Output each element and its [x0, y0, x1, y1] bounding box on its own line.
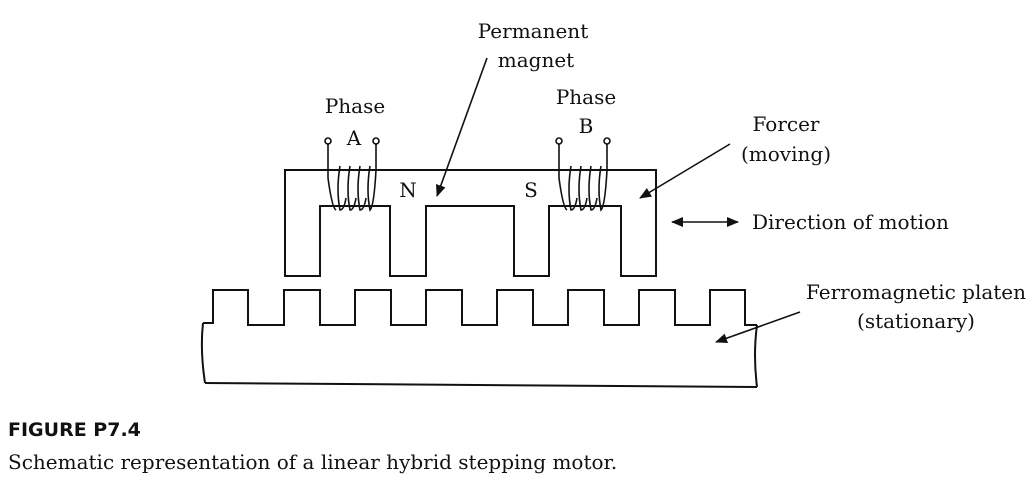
figure-caption-text: Schematic representation of a linear hyb…: [8, 450, 618, 474]
stepping-motor-diagram: Permanent magnet Phase A Phase B Forcer …: [200, 19, 1026, 388]
label-phase-b-line1: Phase: [556, 85, 616, 109]
platen-left-edge: [200, 322, 206, 384]
magnet-leader-arrow: [436, 57, 488, 197]
label-permanent-magnet-line1: Permanent: [478, 19, 588, 43]
platen-bottom-edge: [204, 382, 758, 388]
label-forcer-line1: Forcer: [753, 112, 820, 136]
label-platen-line2: (stationary): [857, 309, 975, 333]
label-pole-s: S: [524, 178, 538, 202]
label-permanent-magnet-line2: magnet: [498, 48, 574, 72]
label-direction-of-motion: Direction of motion: [752, 210, 949, 234]
ferromagnetic-platen: [203, 289, 757, 326]
label-phase-b-line2: B: [579, 114, 594, 138]
label-pole-n: N: [399, 178, 417, 202]
platen-right-edge: [754, 324, 758, 388]
label-platen-line1: Ferromagnetic platen: [806, 280, 1026, 304]
phase-b-coil: [555, 137, 611, 212]
forcer-body: [284, 169, 657, 277]
label-phase-a-line2: A: [346, 126, 362, 150]
forcer-leader-arrow: [639, 143, 731, 199]
label-forcer-line2: (moving): [741, 142, 831, 166]
label-phase-a-line1: Phase: [325, 94, 385, 118]
figure-caption-title: FIGURE P7.4: [8, 419, 141, 441]
phase-a-coil: [324, 137, 380, 212]
platen-leader-arrow: [715, 311, 801, 344]
